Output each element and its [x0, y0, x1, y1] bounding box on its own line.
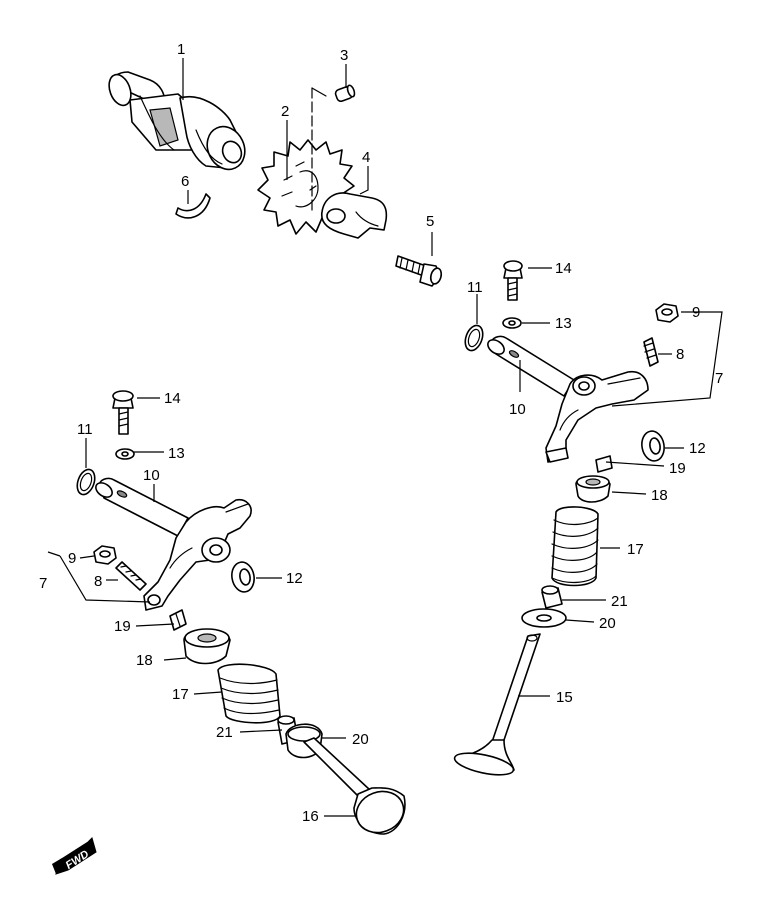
callout-8-left: 8	[94, 573, 102, 590]
part-18-retainer-right	[575, 475, 611, 503]
part-17-spring-left	[217, 663, 281, 724]
part-12-washer-right	[641, 430, 665, 462]
part-12-washer-left	[231, 561, 255, 593]
part-11-oring-left	[76, 468, 96, 496]
callout-3: 3	[340, 47, 348, 64]
part-9-nut-left	[93, 545, 117, 565]
callout-17-right: 17	[627, 541, 644, 558]
callout-14-right: 14	[555, 260, 572, 277]
callout-5: 5	[426, 213, 434, 230]
part-4-plate	[320, 192, 388, 239]
callout-15: 15	[556, 689, 573, 706]
part-13-washer-right	[502, 317, 522, 329]
part-7-rocker-arm-right	[545, 370, 649, 463]
callout-17-left: 17	[172, 686, 189, 703]
callout-10-left: 10	[143, 467, 160, 484]
part-13-washer-left	[115, 448, 135, 460]
part-1-camshaft	[108, 71, 246, 171]
callout-18-right: 18	[651, 487, 668, 504]
callout-13-right: 13	[555, 315, 572, 332]
callout-21-left: 21	[216, 724, 233, 741]
callout-13-left: 13	[168, 445, 185, 462]
part-19-cotter-right	[595, 455, 613, 473]
part-10-rocker-shaft-left	[95, 477, 189, 537]
part-21-seal-right	[541, 585, 563, 609]
callout-7-right: 7	[715, 370, 723, 387]
callout-10-right: 10	[509, 401, 526, 418]
part-8-adjuster-right	[643, 337, 659, 367]
callout-2: 2	[281, 103, 289, 120]
callout-11-left: 11	[77, 421, 93, 438]
part-7-rocker-arm-left	[143, 498, 252, 611]
callout-12-right: 12	[689, 440, 706, 457]
callout-8-right: 8	[676, 346, 684, 363]
part-6-clip	[175, 193, 211, 219]
part-19-cotter-left	[169, 609, 187, 631]
callout-9-left: 9	[68, 550, 76, 567]
callout-12-left: 12	[286, 570, 303, 587]
forward-direction-badge: FWD	[52, 837, 97, 875]
callout-9-right: 9	[692, 304, 700, 321]
part-10-rocker-shaft-right	[487, 335, 575, 397]
callout-20-right: 20	[599, 615, 616, 632]
callout-6: 6	[181, 173, 189, 190]
callout-1: 1	[177, 41, 185, 58]
callout-4: 4	[362, 149, 370, 166]
callout-18-left: 18	[136, 652, 153, 669]
callout-21-right: 21	[611, 593, 628, 610]
part-9-nut-right	[655, 303, 679, 323]
callout-16: 16	[302, 808, 319, 825]
callout-7-left: 7	[39, 575, 47, 592]
part-14-bolt-left	[112, 390, 134, 435]
part-11-oring-right	[464, 324, 484, 352]
part-8-adjuster-left	[115, 561, 147, 591]
callout-20-left: 20	[352, 731, 369, 748]
part-17-spring-right	[551, 506, 599, 587]
part-20-seat-right	[521, 608, 567, 628]
leader-lines	[47, 58, 723, 817]
callout-14-left: 14	[164, 390, 181, 407]
callout-11-right: 11	[467, 279, 483, 296]
part-15-valve-right	[453, 633, 541, 776]
part-14-bolt-right	[503, 260, 523, 301]
callout-19-right: 19	[669, 460, 686, 477]
part-18-retainer-left	[183, 628, 231, 665]
callout-19-left: 19	[114, 618, 131, 635]
part-16-valve-left	[303, 737, 406, 835]
callout-labels: 1 2 3 4 5 6 14 11 13 9 8 7 10 12 19 18 1…	[39, 41, 723, 825]
part-3-pin	[334, 84, 356, 103]
part-5-bolt	[395, 255, 443, 287]
